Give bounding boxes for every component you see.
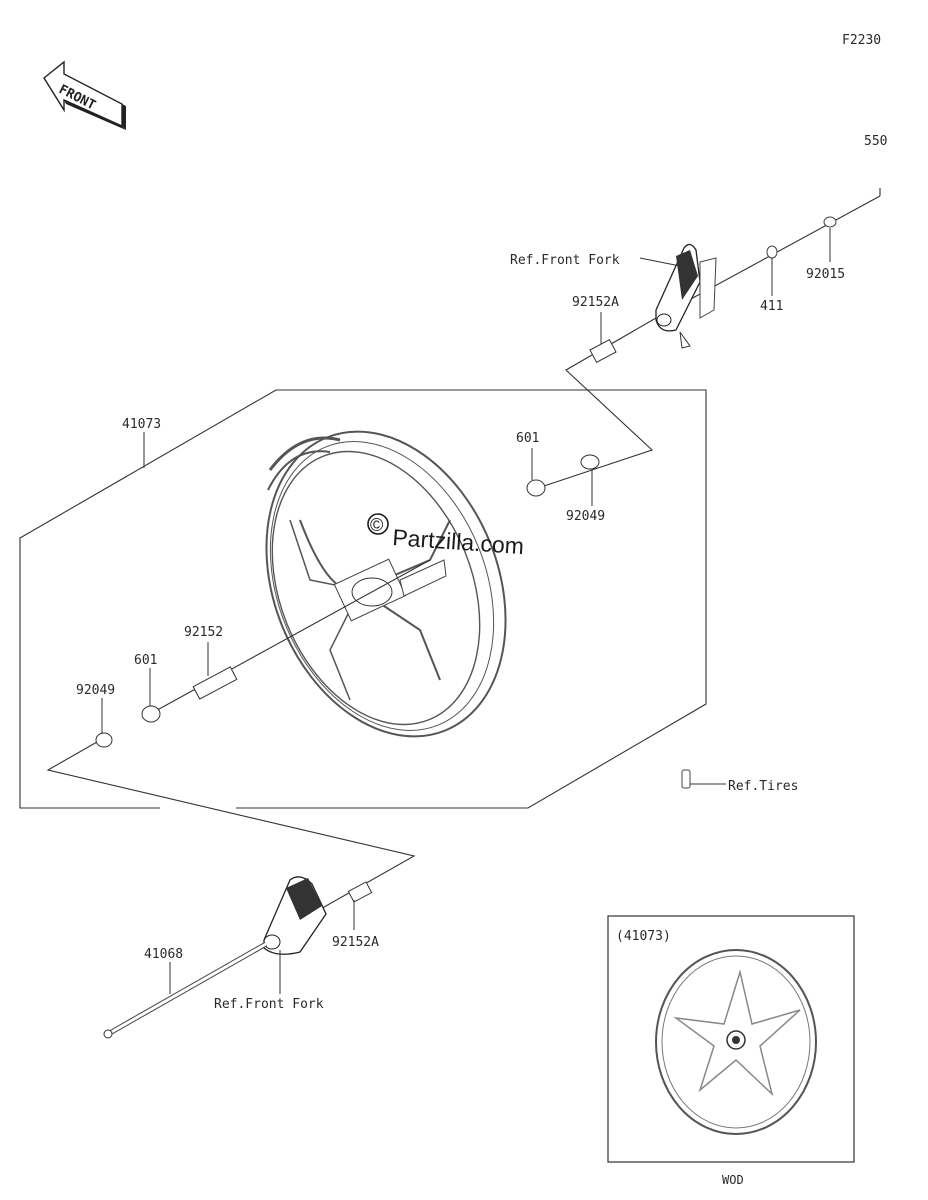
seal-lower-part [95,732,113,748]
axle-right-assembly [655,188,881,349]
inset-caption: WOD [722,1173,744,1187]
bolt-part [766,245,778,259]
copyright-symbol: © [370,515,383,535]
inset-wheel [655,949,817,1135]
callout-seal-upper: 92049 [566,509,605,524]
seal-upper-part [580,454,600,470]
leader-lines [101,228,831,994]
tire-valve-icon [681,769,726,789]
spacer-center-part [192,666,238,700]
watermark-text: Partzilla.com [392,524,525,559]
copyright-icon [367,513,389,535]
callout-seal-lower: 92049 [76,683,115,698]
callout-ref-tires: Ref.Tires [728,779,798,794]
bearing-upper-part [526,479,546,497]
spacer-left-part [347,881,373,903]
callout-ref-front-fork-bottom: Ref.Front Fork [214,997,324,1012]
callout-collar-right: 92015 [806,267,845,282]
bearing-lower-part [141,705,161,723]
callout-bolt-right: 411 [760,299,783,314]
watermark: © Partzilla.com [367,513,525,559]
callout-bearing-upper: 601 [516,431,539,446]
callout-axle: 550 [864,134,887,149]
inset-box: (41073) WOD [607,915,855,1187]
callout-spacer-center: 92152 [184,625,223,640]
inset-star-spokes [673,969,801,1097]
callout-wheel-assembly: 41073 [122,417,161,432]
figure-code: F2230 [842,33,881,48]
callout-ref-front-fork-top: Ref.Front Fork [510,253,620,268]
wheel-assembly-outline [19,389,707,809]
upper-spacer-route [526,317,657,497]
axle-left-assembly [46,559,431,1039]
callout-axle-left: 41068 [144,947,183,962]
inset-label: (41073) [616,929,671,944]
collar-part [823,216,837,228]
spacer-upper-part [589,338,617,364]
callout-spacer-right: 92152A [572,295,619,310]
callout-spacer-left: 92152A [332,935,379,950]
front-arrow-icon: FRONT [43,60,126,130]
callout-bearing-lower: 601 [134,653,157,668]
